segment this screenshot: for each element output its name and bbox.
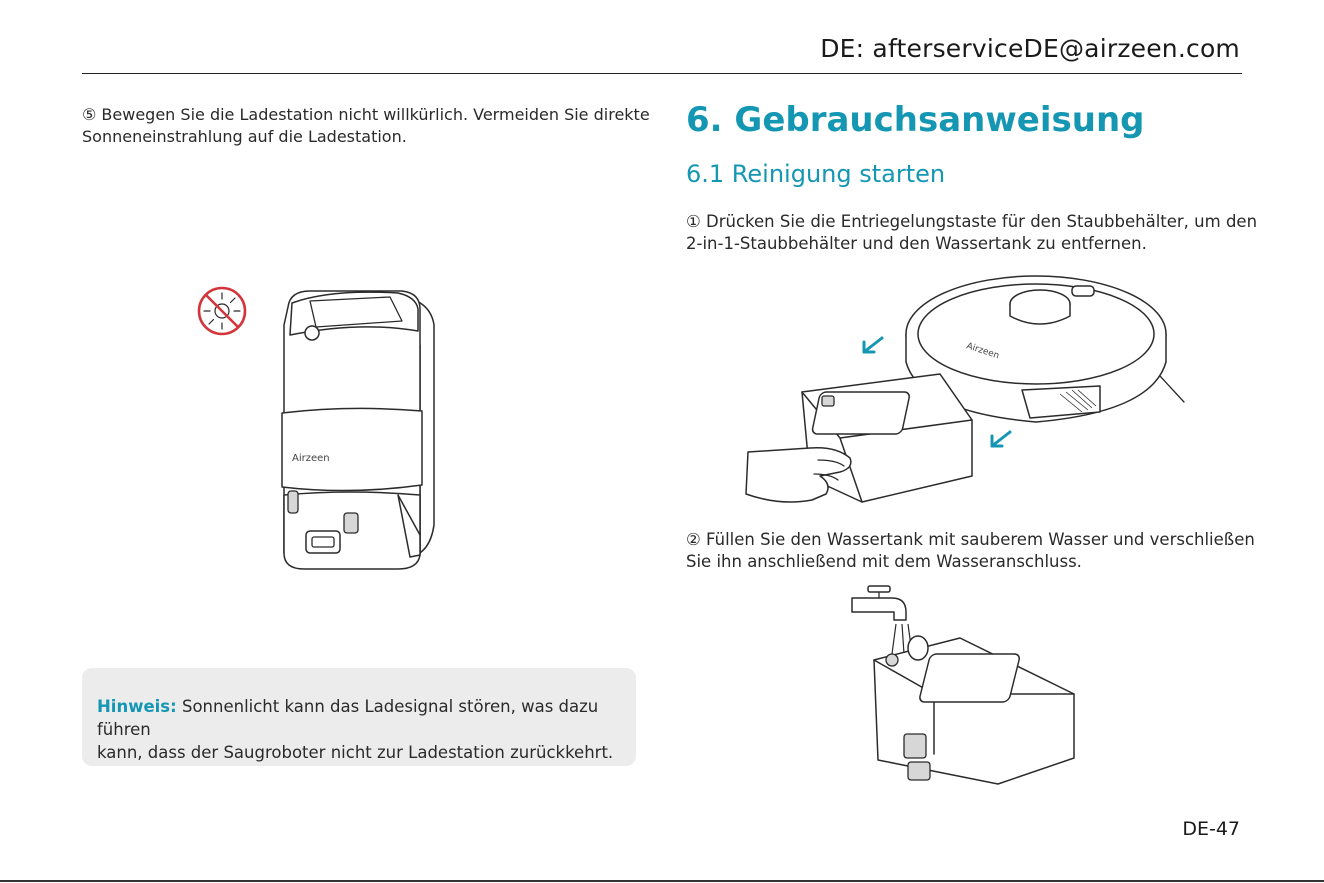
step2-line1: ② Füllen Sie den Wassertank mit sauberem… [686,530,1255,549]
page-number: DE-47 [1182,818,1240,840]
header-email: DE: afterserviceDE@airzeen.com [820,34,1240,63]
dustbin-removal-illustration: Airzeen [745,275,1185,503]
note-line1-text: Sonnenlicht kann das Ladesignal stören, … [97,697,599,739]
note-line1: Hinweis: Sonnenlicht kann das Ladesignal… [97,695,632,741]
step1-line1: ① Drücken Sie die Entriegelungstaste für… [686,212,1258,231]
step5-line1: ⑤ Bewegen Sie die Ladestation nicht will… [82,105,650,124]
note-label: Hinweis: [97,697,177,716]
note-text: Hinweis: Sonnenlicht kann das Ladesignal… [97,695,632,764]
water-tank-filling-illustration [851,585,1075,785]
subsection-title: 6.1 Reinigung starten [686,160,946,188]
bottom-divider [0,880,1324,882]
note-box [82,668,636,766]
charging-station-illustration: Airzeen [281,290,435,570]
step5-text: ⑤ Bewegen Sie die Ladestation nicht will… [82,104,650,148]
step5-line2: Sonneneinstrahlung auf die Ladestation. [82,127,407,146]
no-sunlight-icon [197,286,247,336]
step2-line2: Sie ihn anschließend mit dem Wasseransch… [686,552,1082,571]
step1-text: ① Drücken Sie die Entriegelungstaste für… [686,211,1257,255]
step1-line2: 2-in-1-Staubbehälter und den Wassertank … [686,234,1147,253]
header-divider [82,73,1242,74]
note-line2: kann, dass der Saugroboter nicht zur Lad… [97,743,614,762]
station-brand-label: Airzeen [292,453,330,464]
section-title: 6. Gebrauchsanweisung [686,100,1145,140]
step2-text: ② Füllen Sie den Wassertank mit sauberem… [686,529,1255,573]
